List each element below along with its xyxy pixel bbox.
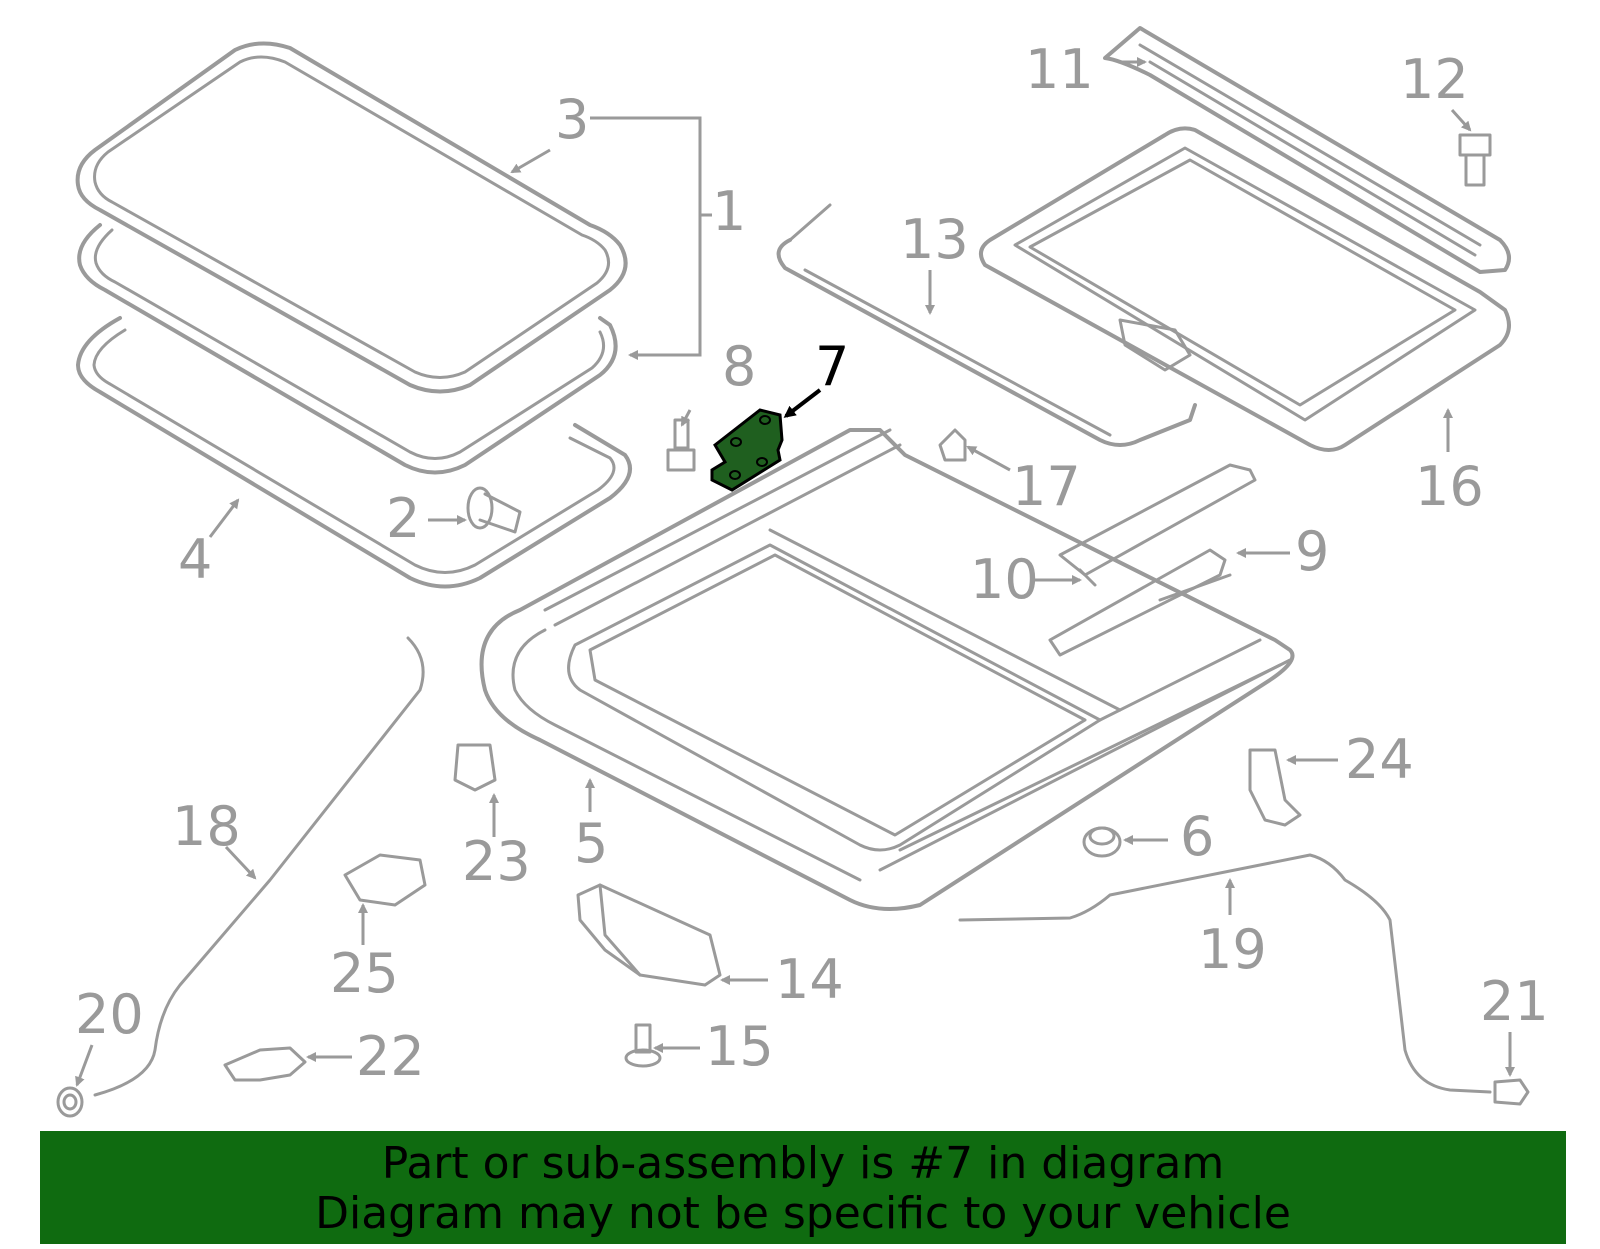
callout-3: 3 [555,88,589,151]
leader-lines [75,57,1515,1087]
callout-19: 19 [1198,918,1267,981]
sunshade-rail-part [776,203,1197,447]
sunshade-frame-part [979,126,1511,452]
callout-12: 12 [1400,48,1469,111]
bracket-part-highlighted [710,408,784,492]
banner-line-disclaimer: Diagram may not be specific to your vehi… [315,1188,1291,1239]
bolt-part-8 [666,418,696,472]
glass-seal-part [77,223,618,475]
callout-23: 23 [462,830,531,893]
link-part-10 [1058,463,1257,587]
clip-part-21 [1493,1078,1530,1106]
bolt-part-12 [1458,133,1492,187]
callout-numbers: 1 2 3 4 5 6 7 8 9 10 11 12 13 14 15 16 1… [75,38,1549,1088]
callout-2: 2 [386,487,420,550]
callout-24: 24 [1345,728,1414,791]
lower-seal-part [76,316,632,589]
callout-21: 21 [1480,970,1549,1033]
callout-18: 18 [172,795,241,858]
callout-22: 22 [356,1025,425,1088]
link-part-9 [1048,548,1232,657]
glass-panel-part [75,41,628,394]
clip-part-17 [938,428,967,462]
clip-part-22 [223,1046,307,1082]
info-banner: Part or sub-assembly is #7 in diagram Di… [40,1131,1566,1244]
callout-8: 8 [722,335,756,398]
callout-13: 13 [900,208,969,271]
clip-part-24 [1248,748,1302,827]
drain-hose-part-18 [93,636,425,1097]
callout-1: 1 [712,180,746,243]
clip-part-23 [453,743,497,792]
callout-17: 17 [1012,455,1081,518]
callout-20: 20 [75,983,144,1046]
bolt-part [466,486,522,534]
callout-9: 9 [1295,520,1329,583]
grommet-part-20 [56,1086,84,1118]
callout-11: 11 [1025,38,1094,101]
callout-7: 7 [815,335,849,398]
callout-15: 15 [705,1015,774,1078]
grommet-part-6 [1082,826,1122,858]
callout-16: 16 [1415,455,1484,518]
callout-14: 14 [775,948,844,1011]
sunroof-frame-part [479,428,1295,911]
callout-6: 6 [1180,805,1214,868]
callout-10: 10 [970,548,1039,611]
motor-part-14 [576,883,722,987]
drain-hose-part-19 [958,853,1492,1094]
callout-25: 25 [330,942,399,1005]
clip-part-25 [343,853,427,907]
callout-5: 5 [574,812,608,875]
banner-line-part-number: Part or sub-assembly is #7 in diagram [381,1138,1225,1189]
callout-4: 4 [178,528,212,591]
bolt-part-15 [624,1023,662,1068]
